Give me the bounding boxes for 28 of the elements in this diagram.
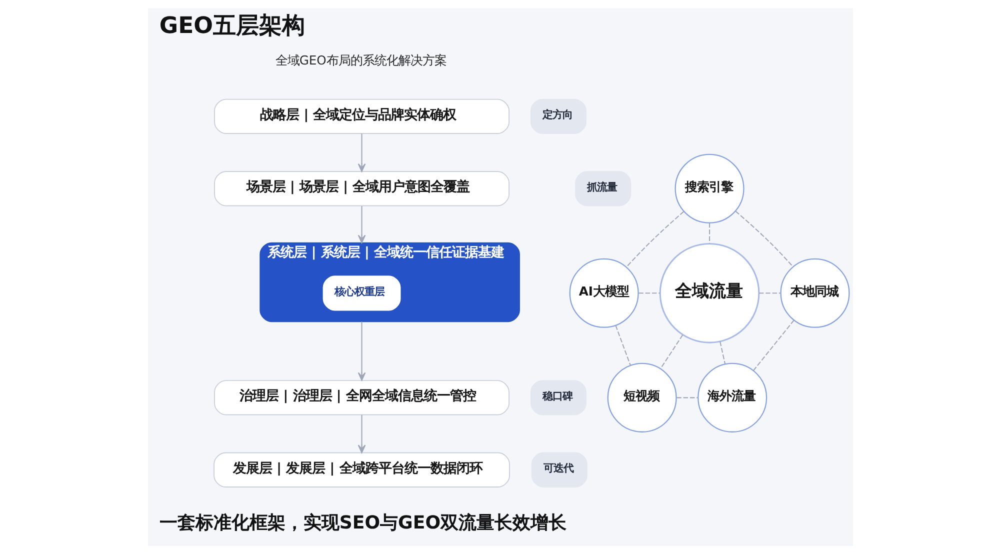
arrow: [357, 206, 366, 244]
connector: [758, 292, 780, 294]
connector: [614, 325, 630, 366]
connector: [719, 341, 726, 364]
node-circle: 搜索引擎: [674, 154, 744, 224]
connector: [752, 320, 794, 371]
connector: [676, 397, 698, 398]
arrow: [357, 134, 366, 172]
arrow: [357, 322, 366, 381]
connector: [708, 222, 710, 244]
connector: [638, 292, 660, 294]
label: 全域GEO布局的系统化解决方案: [274, 54, 446, 68]
node-box: 核心权重层: [322, 276, 400, 311]
node-box: 战略层 | 全域定位与品牌实体确权: [214, 98, 510, 134]
node-circle: 短视频: [606, 362, 676, 432]
node-box: 发展层 | 发展层 | 全域跨平台统一数据闭环: [213, 452, 510, 488]
diagram-title: GEO五层架构: [158, 13, 305, 40]
node-circle: 本地同城: [780, 258, 850, 328]
connector: [734, 210, 793, 268]
connector: [660, 334, 683, 369]
node-circle: 海外流量: [697, 362, 767, 432]
arrow: [357, 414, 366, 454]
connector: [625, 211, 684, 268]
node-circle: AI大模型: [568, 258, 638, 328]
node-circle: 全域流量: [658, 242, 760, 344]
node-box: 场景层 | 场景层 | 全域用户意图全覆盖: [214, 171, 510, 206]
node-box: 治理层 | 治理层 | 全网全域信息统一管控: [214, 380, 510, 416]
caption: 一套标准化框架，实现SEO与GEO双流量长效增长: [158, 512, 566, 534]
